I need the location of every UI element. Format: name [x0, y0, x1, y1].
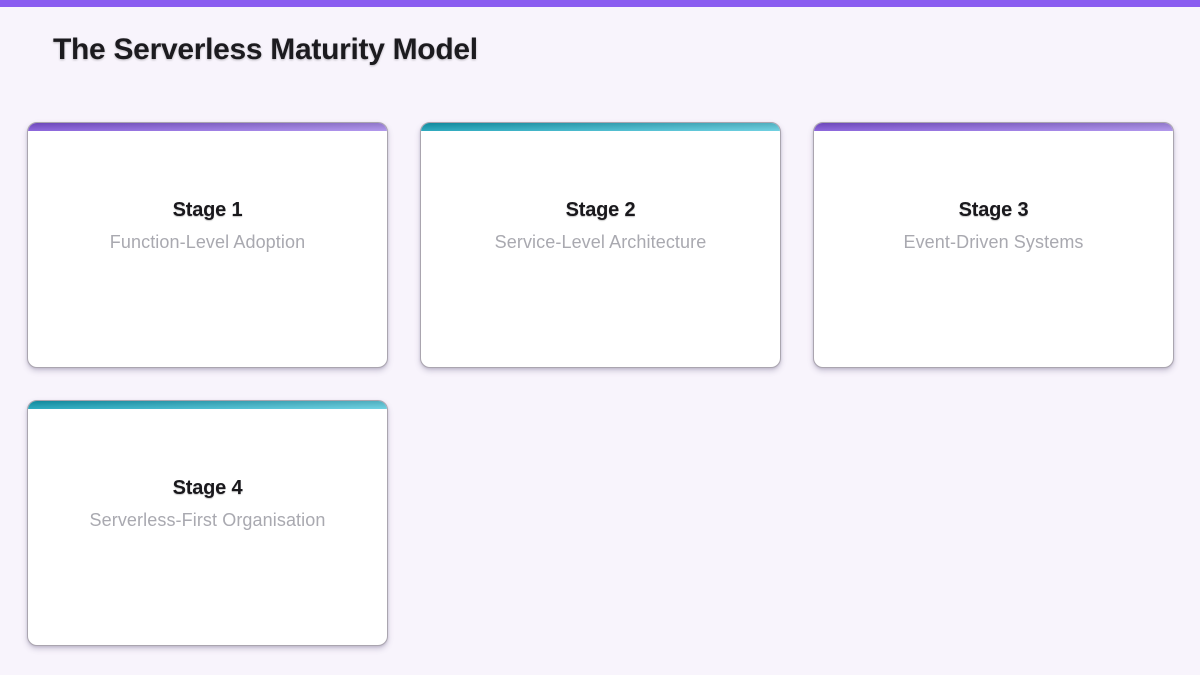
stage-title: Stage 4	[172, 477, 243, 499]
card-accent-bar	[28, 401, 387, 409]
card-accent-bar	[421, 123, 780, 131]
card-body: Stage 3 Event-Driven Systems	[814, 131, 1173, 255]
card-body: Stage 4 Serverless-First Organisation	[28, 409, 387, 533]
stage-title: Stage 2	[565, 199, 636, 221]
card-accent-bar	[814, 123, 1173, 131]
stage-title: Stage 3	[958, 199, 1029, 221]
card-accent-bar	[28, 123, 387, 131]
stages-grid: Stage 1 Function-Level Adoption Stage 2 …	[27, 122, 1174, 646]
stage-subtitle: Function-Level Adoption	[109, 232, 306, 252]
stage-card-3: Stage 3 Event-Driven Systems	[813, 122, 1174, 368]
page-title: The Serverless Maturity Model	[53, 33, 478, 66]
stage-card-2: Stage 2 Service-Level Architecture	[420, 122, 781, 368]
stage-card-4: Stage 4 Serverless-First Organisation	[27, 400, 388, 646]
stage-subtitle: Event-Driven Systems	[903, 232, 1084, 252]
card-body: Stage 2 Service-Level Architecture	[421, 131, 780, 255]
stage-title: Stage 1	[172, 199, 243, 221]
card-body: Stage 1 Function-Level Adoption	[28, 131, 387, 255]
stage-card-1: Stage 1 Function-Level Adoption	[27, 122, 388, 368]
stage-subtitle: Service-Level Architecture	[494, 232, 707, 252]
stage-subtitle: Serverless-First Organisation	[89, 510, 326, 530]
top-accent-bar	[0, 0, 1200, 7]
